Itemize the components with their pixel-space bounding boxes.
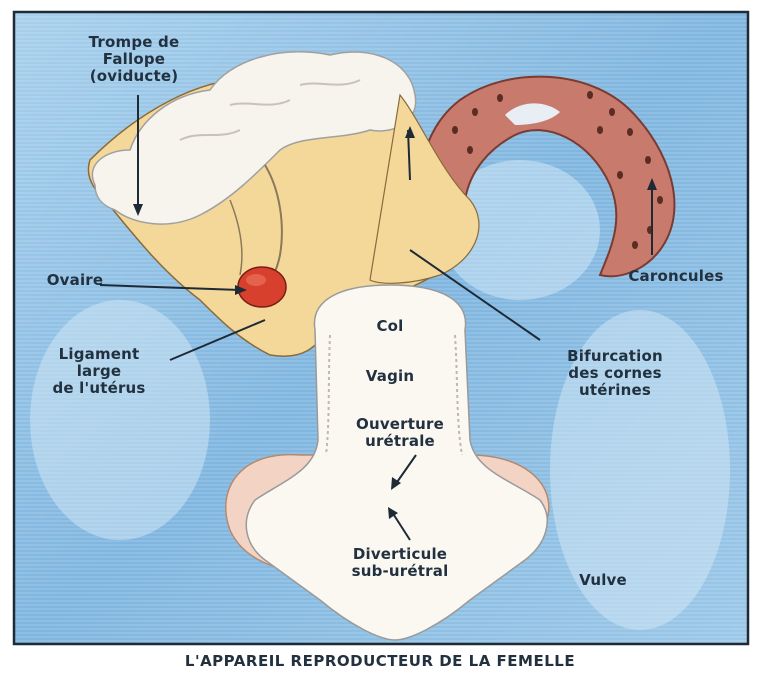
label-broad-ligament: Ligament large de l'utérus [34, 346, 164, 397]
caruncle-spot [609, 108, 615, 116]
caruncle-spot [452, 126, 458, 134]
caruncle-spot [497, 94, 503, 102]
caruncle-spot [657, 196, 663, 204]
diagram-caption: L'APPAREIL REPRODUCTEUR DE LA FEMELLE [0, 652, 760, 670]
label-vagina: Vagin [350, 368, 430, 385]
caruncle-spot [597, 126, 603, 134]
label-vulva: Vulve [568, 572, 638, 589]
ovary-shape [238, 267, 286, 307]
caruncle-spot [617, 171, 623, 179]
label-ovary: Ovaire [40, 272, 110, 289]
caruncle-spot [627, 128, 633, 136]
label-bifurcation: Bifurcation des cornes utérines [540, 348, 690, 399]
label-suburethral-diverticulum: Diverticule sub-urétral [325, 546, 475, 580]
label-cervix: Col [360, 318, 420, 335]
caruncle-spot [472, 108, 478, 116]
caruncle-spot [587, 91, 593, 99]
caruncle-spot [632, 241, 638, 249]
caruncle-spot [467, 146, 473, 154]
label-oviduct: Trompe de Fallope (oviducte) [44, 34, 224, 85]
caruncle-spot [645, 156, 651, 164]
label-caruncles: Caroncules [606, 268, 746, 285]
label-urethral-opening: Ouverture urétrale [335, 416, 465, 450]
